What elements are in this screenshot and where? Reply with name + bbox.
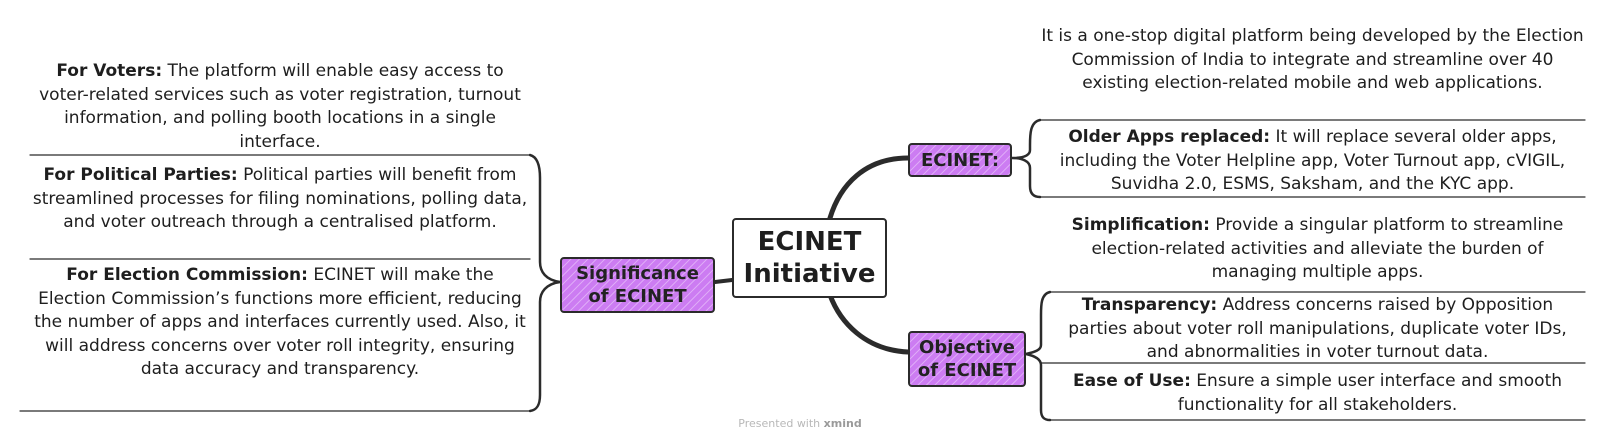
note-ecinet-definition-text: It is a one-stop digital platform being … [1041,26,1584,93]
note-simplification-title: Simplification: [1071,215,1210,235]
significance-line1: Significance [576,263,699,284]
ecinet-node[interactable]: ECINET: [908,143,1012,177]
note-simplification: Simplification: Provide a singular platf… [1050,214,1585,285]
bracket-objective [1025,290,1052,422]
significance-line2: of ECINET [588,286,687,307]
note-for-political-parties-text: Political parties will benefit from stre… [32,165,528,232]
note-ecinet-definition: It is a one-stop digital platform being … [1040,25,1585,96]
note-for-election-commission: For Election Commission: ECINET will mak… [30,264,530,382]
note-for-voters: For Voters: The platform will enable eas… [30,60,530,154]
note-older-apps-replaced: Older Apps replaced: It will replace sev… [1040,126,1585,197]
connector-root-significance [713,278,734,284]
presented-with-footer: Presented with xmind [0,417,1600,430]
root-node[interactable]: ECINET Initiative [732,218,887,298]
ecinet-label: ECINET: [920,149,1000,171]
objective-line2: of ECINET [917,360,1017,381]
note-ease-of-use-text: Ensure a simple user interface and smoot… [1177,371,1563,415]
note-transparency-text: Address concerns raised by Opposition pa… [1068,295,1567,362]
bracket-ecinet [1011,118,1042,199]
note-older-apps-text: It will replace several older apps, incl… [1059,127,1566,194]
connector-root-ecinet [827,155,911,221]
significance-node[interactable]: Significance of ECINET [560,257,715,313]
connector-root-objective [827,292,911,355]
objective-node[interactable]: Objective of ECINET [908,331,1026,387]
note-for-political-parties-title: For Political Parties: [43,165,238,185]
note-for-election-commission-title: For Election Commission: [66,265,308,285]
note-for-political-parties: For Political Parties: Political parties… [30,164,530,235]
bracket-significance [528,153,561,413]
note-ease-of-use: Ease of Use: Ensure a simple user interf… [1050,370,1585,417]
note-older-apps-title: Older Apps replaced: [1068,127,1271,147]
note-transparency-title: Transparency: [1081,295,1218,315]
note-for-voters-title: For Voters: [56,61,163,81]
footer-brand: xmind [823,417,862,430]
note-simplification-text: Provide a singular platform to streamlin… [1091,215,1564,282]
footer-prefix: Presented with [738,417,821,430]
root-title-line1: ECINET [757,227,862,257]
objective-line1: Objective [919,337,1015,358]
note-for-election-commission-text: ECINET will make the Election Commission… [34,265,526,379]
root-title-line2: Initiative [743,259,876,289]
note-for-voters-text: The platform will enable easy access to … [39,61,521,152]
note-ease-of-use-title: Ease of Use: [1072,371,1191,391]
note-transparency: Transparency: Address concerns raised by… [1050,294,1585,365]
